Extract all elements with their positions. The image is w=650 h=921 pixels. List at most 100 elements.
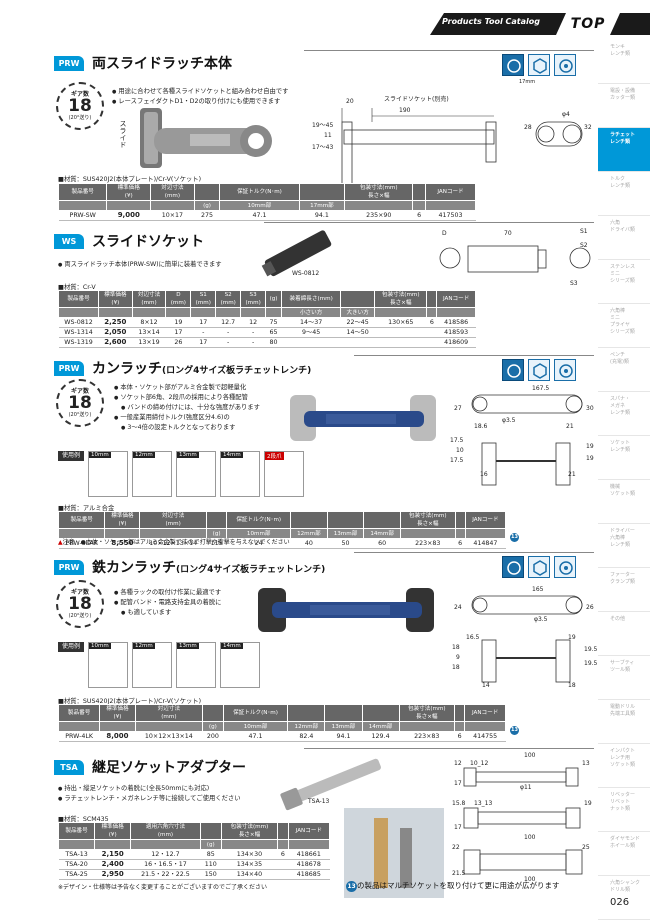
dim-26: 26 — [586, 604, 594, 611]
column-subheader — [57, 200, 108, 211]
column-subheader — [424, 200, 477, 211]
column-header — [287, 704, 326, 722]
dim-10-12: 10_12 — [470, 760, 489, 767]
usage-12mm: 12mm — [132, 642, 172, 688]
table-cell: 9,000 — [106, 210, 151, 221]
sidebar-category[interactable]: 六角シャンク ドリル類 — [598, 876, 650, 920]
table-cell: 10×12×13×14 — [139, 538, 207, 549]
table-cell: 418593 — [436, 327, 476, 338]
column-header: 製品番号 — [57, 822, 96, 840]
slide-label: スライド — [119, 120, 127, 148]
sidebar-category[interactable]: 電設・設備 カッター類 — [598, 84, 650, 128]
gear-icon — [554, 54, 576, 76]
sidebar-category[interactable]: モンキ レンチ類 — [598, 40, 650, 84]
sidebar-category[interactable]: ステンレス ミニ シリーズ類 — [598, 260, 650, 304]
product-photo-prw-4lk — [258, 588, 434, 632]
dim-phi4: φ4 — [562, 111, 570, 118]
dim-24: 24 — [454, 604, 462, 611]
table-cell: PRW-SW — [58, 210, 107, 221]
sidebar-category[interactable]: ファーター クランプ類 — [598, 568, 650, 612]
column-header: 標準価格 (¥) — [104, 511, 141, 529]
table-cell: 8,000 — [99, 731, 136, 742]
table-cell: 130×65 — [374, 317, 427, 328]
sidebar-category[interactable]: 電動ドリル 先端工具類 — [598, 700, 650, 744]
category-sidebar: モンキ レンチ類電設・設備 カッター類ラチェット レンチ類トルク レンチ類六角 … — [598, 40, 650, 921]
column-subheader — [240, 307, 267, 318]
dim-19-5: 19.5 — [584, 646, 598, 653]
table-cell: 2,150 — [94, 849, 131, 860]
usage-10mm: 10mm — [88, 642, 128, 688]
sidebar-category[interactable]: 六角棒 ミニ プライヤ シリーズ類 — [598, 304, 650, 348]
sidebar-category[interactable]: スパナ・ メガネ レンチ類 — [598, 392, 650, 436]
dim-13-13: 13_13 — [474, 800, 493, 807]
sidebar-category[interactable]: ペンチ (充電)類 — [598, 348, 650, 392]
dim-16-5: 16.5 — [466, 634, 480, 641]
feature-list: 両スライドラッチ本体(PRW-SW)に簡単に装着できます — [58, 260, 221, 270]
dim-100b: 100 — [524, 834, 536, 841]
hex-icon — [528, 556, 550, 578]
table-cell: TSA-20 — [58, 859, 95, 870]
column-subheader — [106, 200, 152, 211]
section-subtitle: (ロング4サイズ板ラチェットレンチ) — [176, 565, 326, 575]
sidebar-category[interactable]: インパクト レンチ用 ソケット類 — [598, 744, 650, 788]
sidebar-category[interactable]: 機械 ソケット類 — [598, 480, 650, 524]
dim-17b: 17 — [454, 824, 462, 831]
dim-17-5: 17.5 — [450, 437, 464, 444]
table-cell: 17 — [165, 327, 191, 338]
table-cell: PRW-4LAK — [58, 538, 105, 549]
column-subheader — [220, 839, 279, 850]
spec-icons — [502, 54, 576, 76]
column-subheader: 12mm部 — [290, 528, 328, 539]
sidebar-category[interactable]: 六角 ドライバ類 — [598, 216, 650, 260]
sidebar-category[interactable]: その他 — [598, 612, 650, 656]
column-header: 対辺寸法 (mm) — [139, 511, 207, 529]
sidebar-category[interactable]: ソケット レンチ類 — [598, 436, 650, 480]
dim-S1: S1 — [580, 228, 588, 235]
dim-32: 32 — [584, 124, 592, 131]
column-subheader — [454, 528, 466, 539]
dim-27: 27 — [454, 405, 462, 412]
column-header: JANコード — [287, 822, 331, 840]
warning-icon: ▲ — [58, 539, 63, 546]
sidebar-category[interactable]: トルク レンチ類 — [598, 172, 650, 216]
sidebar-category[interactable]: ラチェット レンチ類 — [598, 128, 650, 172]
spec-icons — [502, 359, 576, 381]
dim-10: 10 — [456, 447, 464, 454]
product-photo-prw-sw — [140, 108, 272, 168]
column-header — [290, 511, 328, 529]
sidebar-category[interactable]: リベッター リベット ナット類 — [598, 788, 650, 832]
column-header: S2 (mm) — [215, 290, 242, 308]
column-subheader — [344, 200, 414, 211]
table-cell: 8×12 — [132, 317, 166, 328]
sidebar-category[interactable]: ダイヤモンド ホイール類 — [598, 832, 650, 876]
table-cell: 14〜37 — [281, 317, 341, 328]
column-subheader — [57, 721, 101, 732]
feature-list: 各種ラックの取付け作業に最適です 配管バンド・電路支持金具の着脱に も適していま… — [114, 588, 221, 618]
table-cell: 12 — [240, 317, 266, 328]
table-cell — [374, 327, 427, 338]
sidebar-category[interactable]: サーブティ ツール類 — [598, 656, 650, 700]
column-subheader: 17mm部 — [298, 200, 346, 211]
column-header — [361, 704, 400, 722]
table-cell: 6 — [412, 210, 426, 221]
dim-19: 19 — [584, 800, 592, 807]
table-cell: 414847 — [465, 538, 506, 549]
sidebar-category[interactable]: ドライバー 六角棒 レンチ類 — [598, 524, 650, 568]
table-cell: 80 — [265, 337, 282, 348]
column-subheader — [277, 839, 289, 850]
column-subheader: 14mm部 — [361, 721, 400, 732]
table-cell: 26 — [165, 337, 191, 348]
table-cell: WS-1319 — [58, 337, 99, 348]
photo-label: TSA-13 — [308, 798, 330, 805]
dim-167-5: 167.5 — [532, 385, 550, 392]
dim-28: 28 — [524, 124, 532, 131]
dim-15-8: 15.8 — [452, 800, 466, 807]
table-cell: 150 — [200, 869, 222, 880]
table-cell: 418661 — [288, 849, 330, 860]
column-subheader: 12mm部 — [287, 721, 326, 732]
feature-list: 用途に合わせて各種スライドソケットと組み合わせ自由です レースフェイダクトD1・… — [112, 87, 288, 107]
dim-11: 11 — [324, 132, 332, 139]
table-cell: 134×40 — [221, 869, 278, 880]
